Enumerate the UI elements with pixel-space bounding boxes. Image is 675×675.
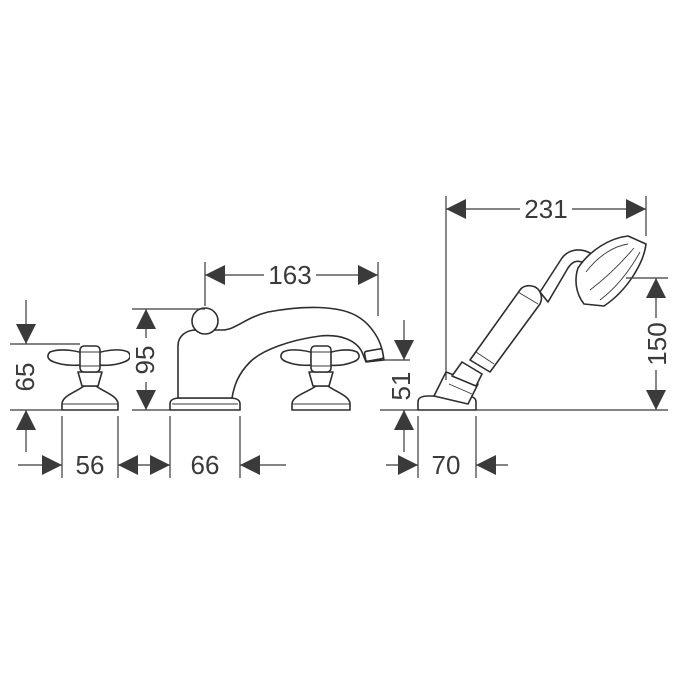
dim-231: 231 xyxy=(445,194,647,380)
dim-150-label: 150 xyxy=(642,322,672,365)
dim-66-label: 66 xyxy=(191,450,220,480)
dim-65: 65 xyxy=(10,300,80,452)
dim-56: 56 xyxy=(18,450,138,480)
dim-95-label: 95 xyxy=(130,346,160,375)
dim-95: 95 xyxy=(130,308,205,411)
left-handle-valve-icon xyxy=(47,345,131,411)
bottom-extension-lines xyxy=(61,416,477,478)
right-handle-valve-icon xyxy=(280,345,360,411)
bath-spout-icon xyxy=(169,306,385,411)
dim-163-label: 163 xyxy=(268,260,311,290)
dim-51: 51 xyxy=(380,320,418,452)
dim-56-label: 56 xyxy=(76,450,105,480)
dim-51-label: 51 xyxy=(386,372,416,401)
dim-70-label: 70 xyxy=(432,450,461,480)
dim-150: 150 xyxy=(476,277,672,411)
dim-163: 163 xyxy=(204,260,379,316)
dim-65-label: 65 xyxy=(10,363,40,392)
dim-231-label: 231 xyxy=(524,194,567,224)
hand-shower-icon xyxy=(417,235,647,411)
dim-66: 66 xyxy=(118,450,286,480)
dim-70: 70 xyxy=(386,450,508,480)
